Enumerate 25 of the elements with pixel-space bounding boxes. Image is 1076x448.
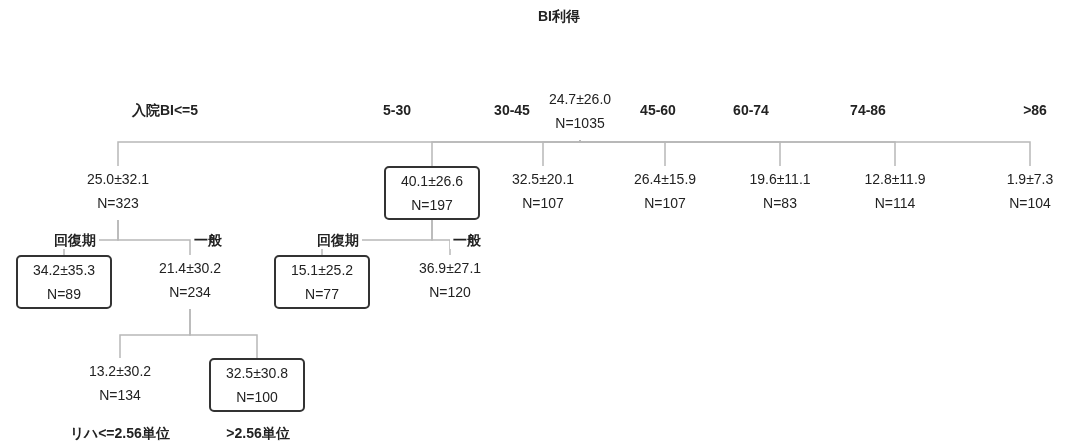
node-text: 26.4±15.9 N=107 bbox=[617, 166, 713, 220]
node-text: 24.7±26.0 N=1035 bbox=[532, 86, 628, 140]
node-text: 13.2±30.2 N=134 bbox=[72, 358, 168, 412]
highlighted-box: 40.1±26.6 N=197 bbox=[384, 166, 480, 220]
title: BI利得 bbox=[538, 8, 580, 26]
node-text: 32.5±20.1 N=107 bbox=[495, 166, 591, 220]
branch-label: 一般 bbox=[191, 231, 225, 249]
branch-label: >2.56単位 bbox=[223, 424, 293, 442]
node-text: 36.9±27.1 N=120 bbox=[402, 255, 498, 309]
node-text: 19.6±11.1 N=83 bbox=[732, 166, 828, 220]
connector-line bbox=[189, 308, 258, 359]
connector-line bbox=[117, 219, 191, 256]
node-text: 25.0±32.1 N=323 bbox=[70, 166, 166, 220]
branch-label: 回復期 bbox=[314, 231, 362, 249]
connector-line bbox=[431, 219, 451, 256]
node-text: 21.4±30.2 N=234 bbox=[142, 255, 238, 309]
connector-line bbox=[542, 139, 581, 167]
node-text: 12.8±11.9 N=114 bbox=[847, 166, 943, 220]
node-text: 1.9±7.3 N=104 bbox=[982, 166, 1076, 220]
branch-label: 一般 bbox=[450, 231, 484, 249]
connector-line bbox=[579, 139, 1031, 167]
branch-label: 回復期 bbox=[51, 231, 99, 249]
highlighted-box: 15.1±25.2 N=77 bbox=[274, 255, 370, 309]
highlighted-box: 34.2±35.3 N=89 bbox=[16, 255, 112, 309]
highlighted-box: 32.5±30.8 N=100 bbox=[209, 358, 305, 412]
